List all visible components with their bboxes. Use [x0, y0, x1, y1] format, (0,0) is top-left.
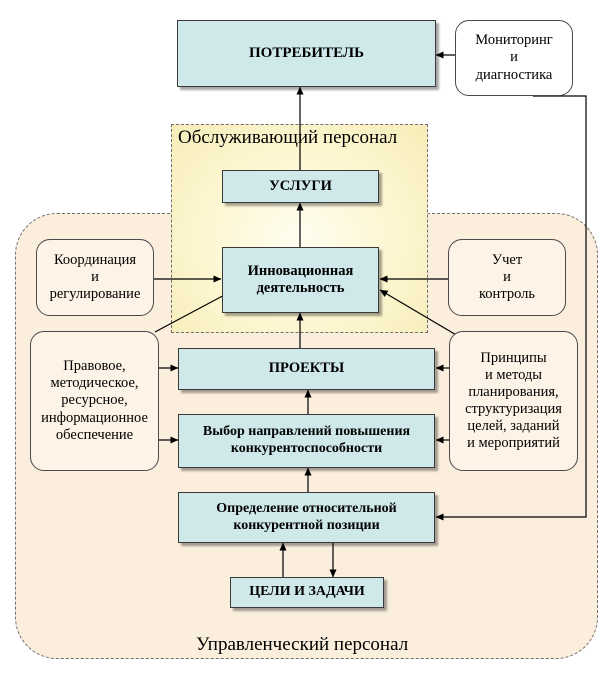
arrow-monitoring-to-position — [435, 95, 587, 521]
management-staff-label: Управленческий персонал — [196, 634, 409, 655]
goals-block: ЦЕЛИ И ЗАДАЧИ — [230, 577, 384, 608]
provision-block: Правовое, методическое, ресурсное, инфор… — [30, 331, 159, 471]
service-staff-label: Обслуживающий персонал — [178, 127, 398, 148]
position-block: Определение относительной конкурентной п… — [178, 492, 435, 543]
monitoring-block: Мониторинг и диагностика — [455, 20, 573, 96]
coordination-block: Координация и регулирование — [36, 239, 154, 316]
arrow-principles-to-innovation — [379, 289, 459, 337]
projects-block: ПРОЕКТЫ — [178, 348, 435, 390]
arrow-provision-to-innovation — [154, 291, 231, 333]
accounting-block: Учет и контроль — [448, 239, 566, 316]
services-block: УСЛУГИ — [222, 170, 379, 203]
innovation-block: Инновационная деятельность — [222, 247, 379, 313]
directions-block: Выбор направлений повышения конкурентосп… — [178, 414, 435, 468]
principles-block: Принципы и методы планирования, структур… — [449, 331, 578, 471]
consumer-block: ПОТРЕБИТЕЛЬ — [177, 20, 436, 87]
